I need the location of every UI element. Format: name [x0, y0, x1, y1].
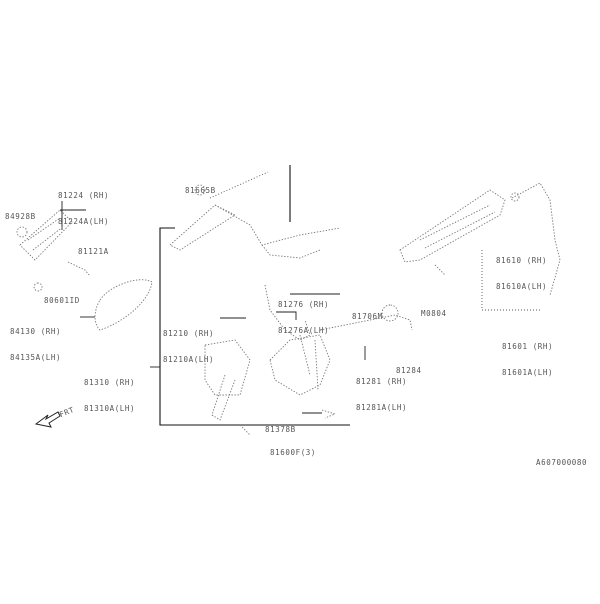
- label-frame-inner: 81210 (RH) 81210A(LH): [163, 329, 215, 364]
- front-arrow-icon: [34, 411, 61, 428]
- label-screw-lower: 81378B: [265, 425, 296, 434]
- label-clip-left: 80601ID: [44, 296, 80, 305]
- label-handle-right: 81610 (RH) 81610A(LH): [496, 256, 548, 291]
- callout-frame: [159, 227, 350, 426]
- label-cover: 84130 (RH) 84135A(LH): [10, 327, 62, 362]
- outer-handle-part: [16, 209, 91, 277]
- rod-part: [169, 184, 341, 259]
- inner-handle-part: [399, 182, 561, 296]
- label-clip-right: M0804: [421, 309, 447, 318]
- label-handle-outer: 81224 (RH) 81224A(LH): [58, 191, 110, 226]
- label-mechanism: 81310 (RH) 81310A(LH): [84, 378, 136, 413]
- label-nut-right: 81284: [396, 366, 422, 375]
- lock-mechanism-part: [204, 284, 413, 436]
- cover-part: [33, 279, 153, 331]
- label-rod-top: 81665B: [185, 186, 216, 195]
- label-screw-center: 81706M: [352, 312, 383, 321]
- label-lock-rod: 81276 (RH) 81276A(LH): [278, 300, 330, 335]
- label-grip-small: 81121A: [78, 247, 109, 256]
- label-cable-right: 81601 (RH) 81601A(LH): [502, 342, 554, 377]
- label-bolt-left: 84928B: [5, 212, 36, 221]
- label-bolt-bottom: 81600F(3): [270, 448, 317, 457]
- label-assy-right: 81281 (RH) 81281A(LH): [356, 377, 408, 412]
- drawing-id: A607000080: [536, 458, 588, 467]
